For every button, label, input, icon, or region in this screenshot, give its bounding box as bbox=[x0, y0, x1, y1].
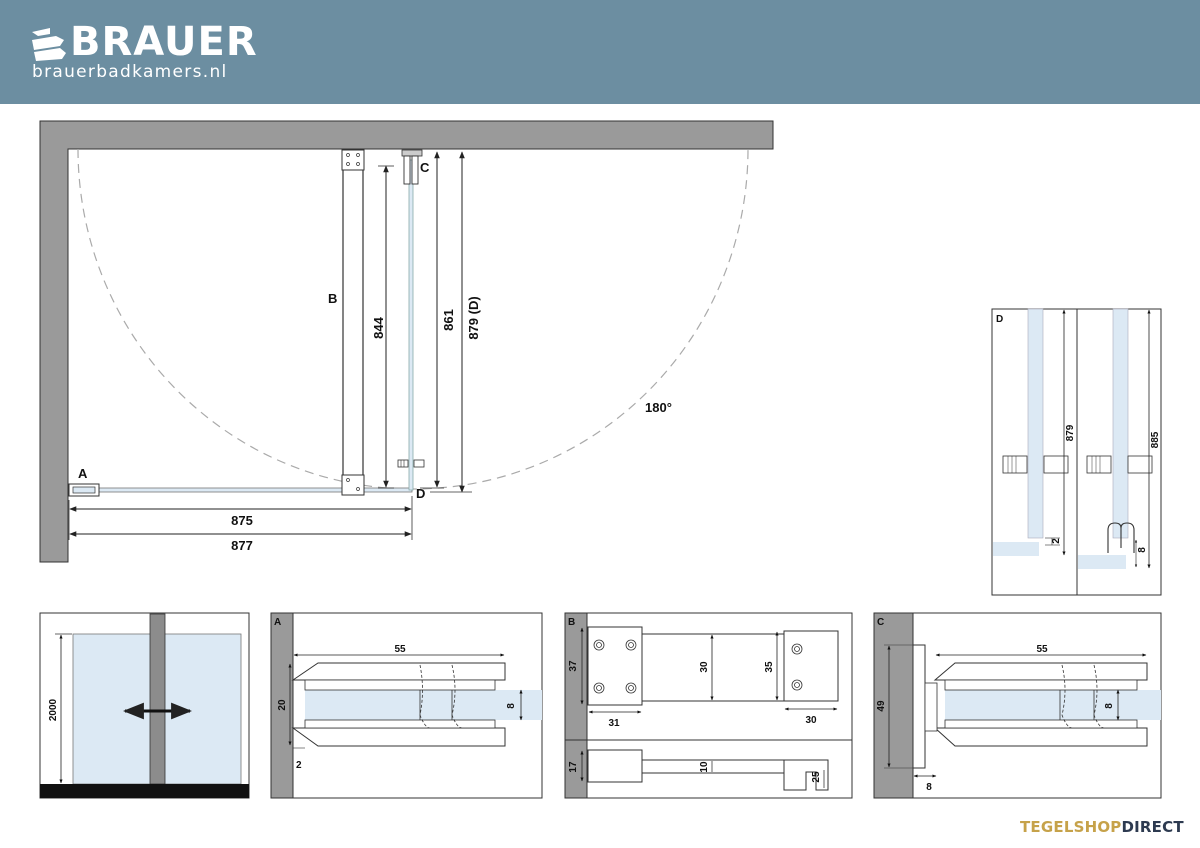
dim-877: 877 bbox=[231, 538, 253, 553]
dim-844: 844 bbox=[371, 316, 386, 338]
support-post-b bbox=[341, 149, 365, 496]
swing-door-glass bbox=[408, 159, 414, 491]
plan-label-d: D bbox=[416, 486, 425, 501]
detail-a: A 55 20 8 2 bbox=[270, 612, 543, 799]
plan-label-b: B bbox=[328, 291, 337, 306]
detail-b-dim-31: 31 bbox=[608, 718, 620, 729]
detail-a-dim-55: 55 bbox=[394, 644, 406, 655]
detail-d-dim-885: 885 bbox=[1150, 431, 1161, 448]
plan-label-a: A bbox=[78, 466, 88, 481]
plan-view: A B C D 180° 875 877 844 861 879 (D) bbox=[39, 120, 774, 563]
detail-d-label: D bbox=[996, 314, 1003, 325]
handle-icon bbox=[397, 459, 425, 468]
footer-brand-part2: DIRECT bbox=[1121, 818, 1184, 836]
detail-c-dim-55: 55 bbox=[1036, 644, 1048, 655]
clamp-a-icon bbox=[68, 483, 100, 497]
plan-angle-label: 180° bbox=[645, 400, 672, 415]
detail-d-dim-879: 879 bbox=[1065, 424, 1076, 441]
detail-c-dim-49: 49 bbox=[876, 700, 887, 712]
brauer-logo-icon bbox=[32, 28, 66, 61]
detail-a-dim-8: 8 bbox=[506, 703, 517, 709]
brand-website: brauerbadkamers.nl bbox=[32, 62, 228, 82]
tegelshopdirect-logo: TEGELSHOPDIRECT bbox=[1020, 818, 1184, 836]
detail-a-dim-20: 20 bbox=[277, 699, 288, 711]
detail-b-dim-35: 35 bbox=[764, 661, 775, 673]
dim-879-d: 879 (D) bbox=[466, 296, 481, 339]
detail-b-dim-30-mid: 30 bbox=[699, 661, 710, 673]
detail-b-dim-30-right: 30 bbox=[805, 715, 817, 726]
detail-c-label: C bbox=[877, 617, 884, 628]
plan-label-c: C bbox=[420, 160, 430, 175]
detail-b: B 37 31 30 35 30 17 10 25 bbox=[564, 612, 853, 799]
brand-name: BRAUER bbox=[70, 19, 258, 65]
detail-b-label: B bbox=[568, 617, 575, 628]
detail-a-label: A bbox=[274, 617, 281, 628]
elevation-dim-2000: 2000 bbox=[48, 698, 59, 721]
detail-b-dim-37: 37 bbox=[568, 660, 579, 672]
detail-d-dim-2: 2 bbox=[1051, 538, 1062, 544]
hinge-c-icon bbox=[401, 149, 423, 185]
detail-d-dim-8: 8 bbox=[1137, 547, 1148, 553]
elevation-view: 2000 bbox=[39, 612, 250, 799]
wall-outline bbox=[39, 120, 774, 563]
detail-b-dim-25: 25 bbox=[811, 771, 822, 783]
dim-875: 875 bbox=[231, 513, 253, 528]
footer-brand-part1: TEGELSHOP bbox=[1020, 818, 1122, 836]
detail-d: D 879 2 885 8 bbox=[991, 308, 1162, 596]
detail-b-dim-10: 10 bbox=[699, 761, 710, 773]
fixed-glass-panel bbox=[97, 487, 413, 493]
header-bar: BRAUER brauerbadkamers.nl bbox=[0, 0, 1200, 104]
detail-c: C 55 49 8 8 bbox=[873, 612, 1162, 799]
detail-a-dim-2: 2 bbox=[296, 760, 302, 771]
detail-c-dim-8-h: 8 bbox=[926, 782, 932, 793]
detail-c-dim-8-v: 8 bbox=[1104, 703, 1115, 709]
detail-b-dim-17: 17 bbox=[568, 761, 579, 773]
dim-861: 861 bbox=[441, 309, 456, 331]
